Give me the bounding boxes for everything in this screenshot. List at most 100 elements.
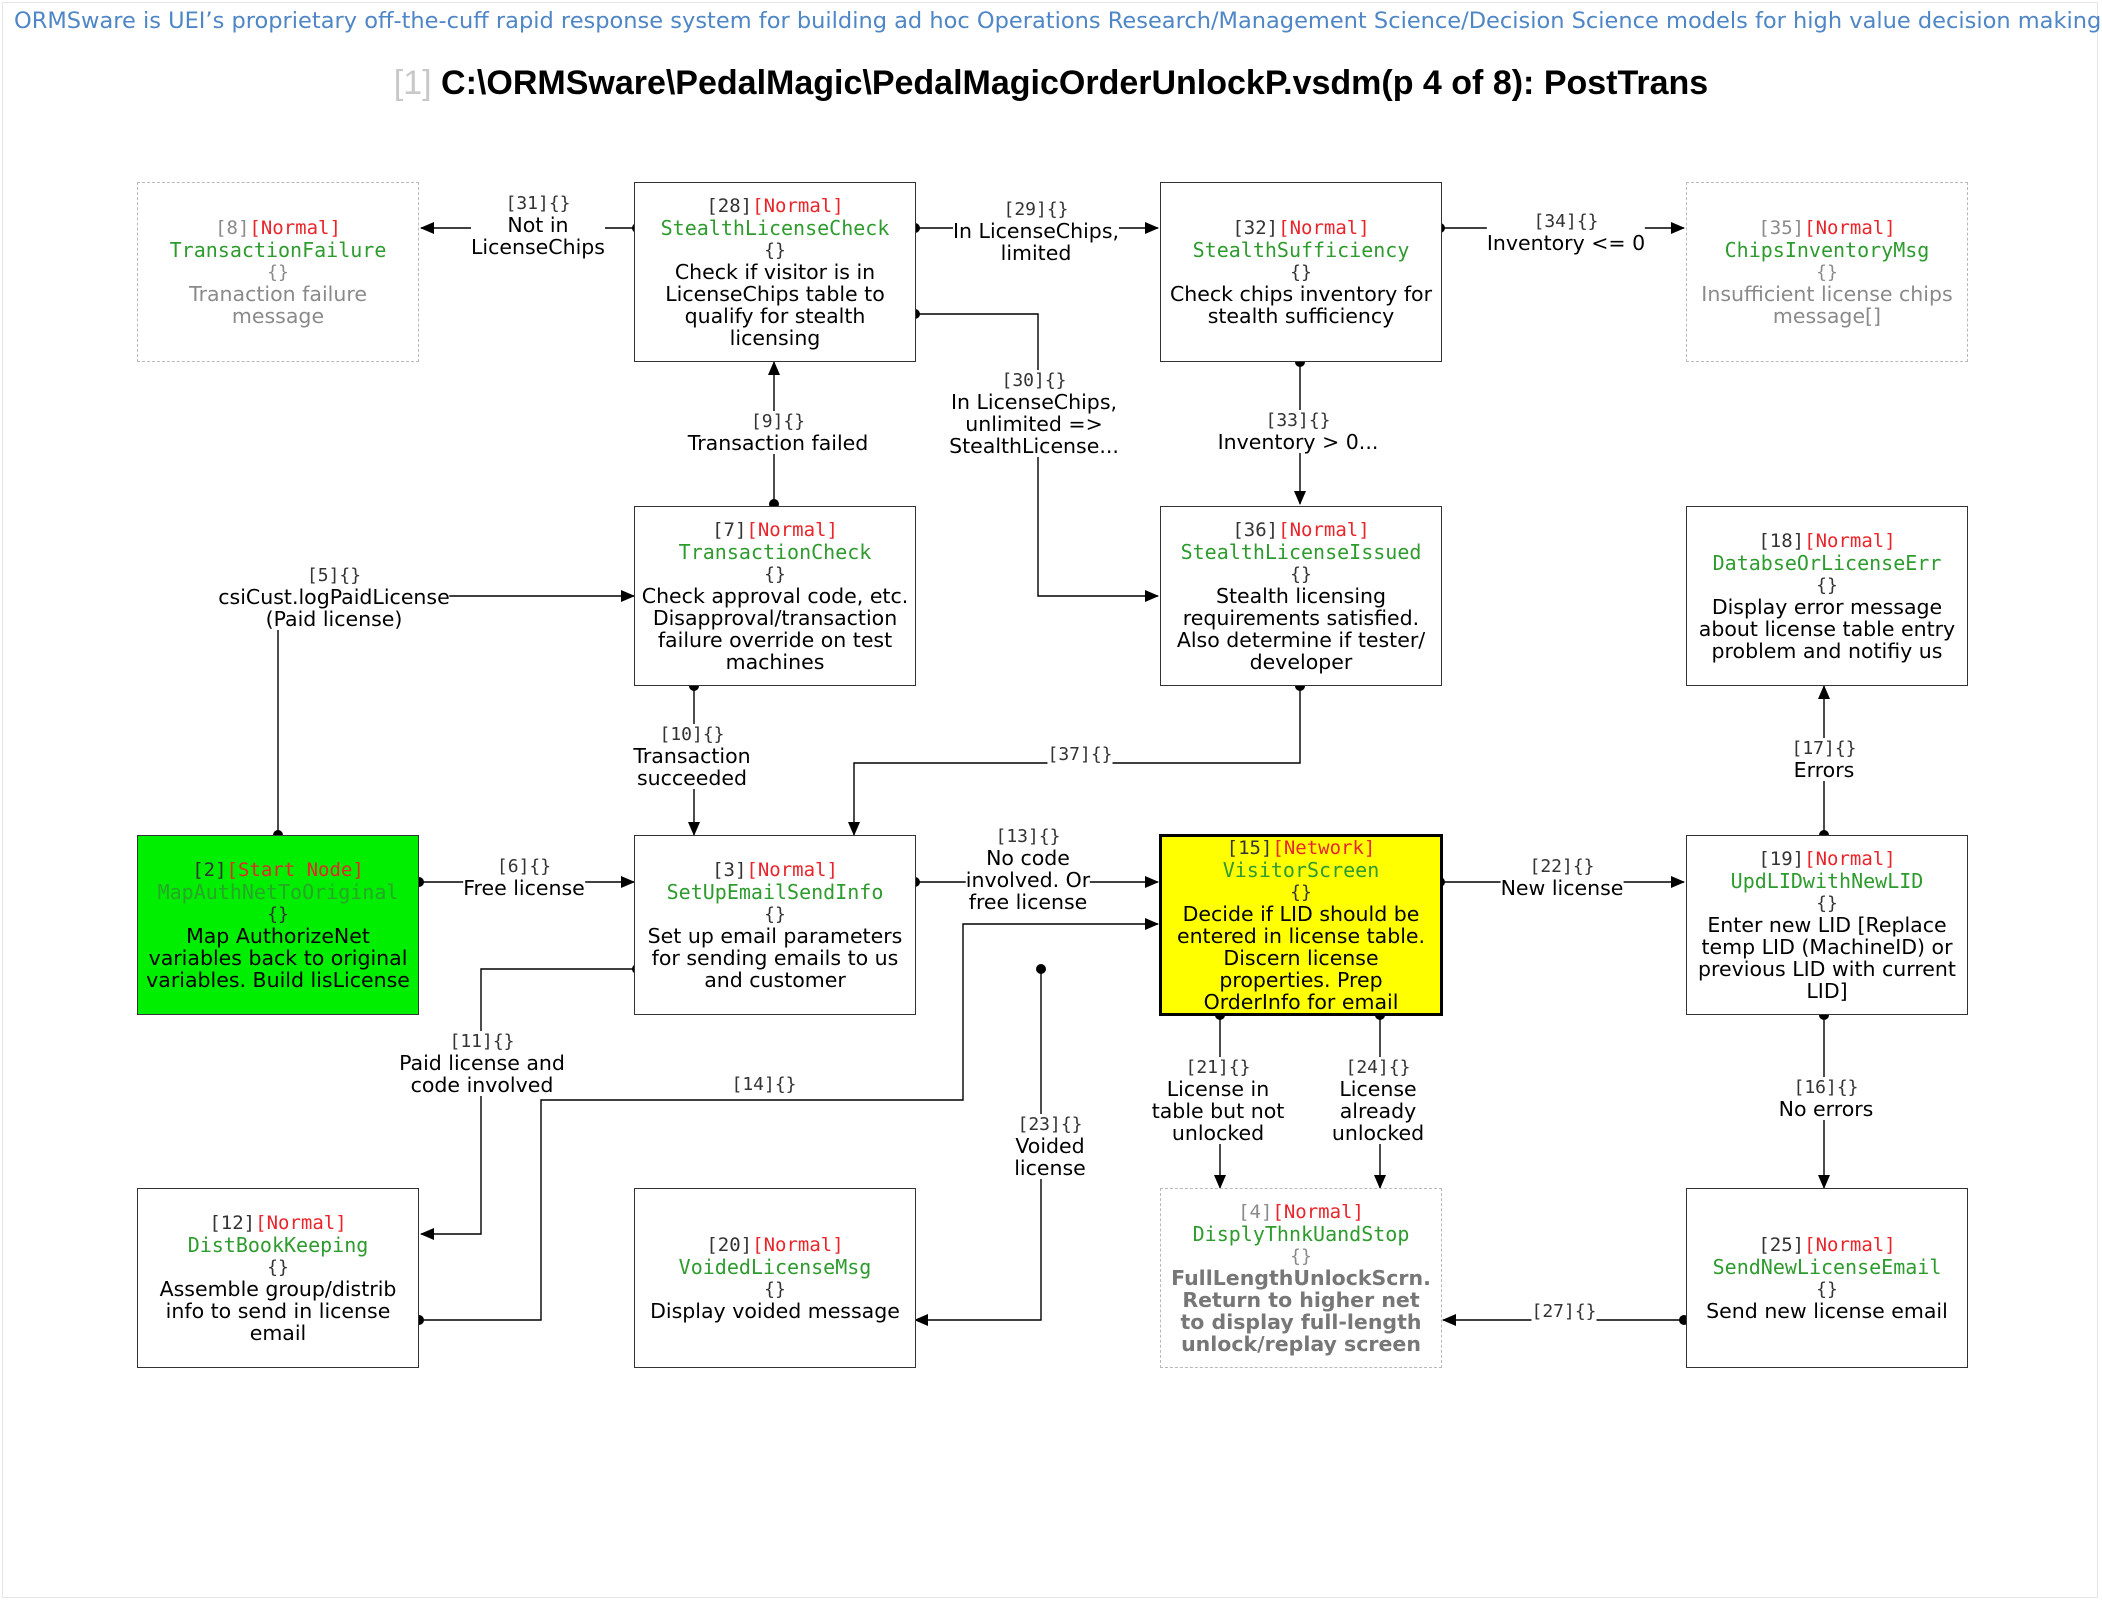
edge-5-line [277, 590, 635, 835]
node-type: [Normal] [1804, 217, 1896, 239]
node-braces: {} [1290, 564, 1312, 585]
edge-text: Free license [463, 876, 585, 900]
edge-id: [11]{} [449, 1031, 515, 1052]
node-type: [Normal] [746, 859, 838, 881]
node-id: [4] [1238, 1201, 1273, 1223]
node-7-transaction-check[interactable]: [7][Normal] TransactionCheck {} Check ap… [634, 506, 916, 686]
edge-id: [23]{} [1017, 1114, 1083, 1135]
node-description: Insufficient license chips message[] [1701, 282, 1953, 328]
node-36-stealth-license-issued[interactable]: [36][Normal] StealthLicenseIssued {} Ste… [1160, 506, 1442, 686]
edge-10-label[interactable]: [10]{}Transaction succeeded [633, 724, 751, 789]
node-braces: {} [764, 904, 786, 925]
edge-6-label[interactable]: [6]{}Free license [463, 856, 585, 899]
node-braces: {} [1290, 1246, 1312, 1267]
node-type: [Start Node] [226, 859, 364, 881]
node-description: Tranaction failure message [189, 282, 367, 328]
node-description: Map AuthorizeNet variables back to origi… [146, 924, 410, 992]
edge-text: No code involved. Or free license [965, 846, 1091, 914]
node-19-upd-lid-with-new-lid[interactable]: [19][Normal] UpdLIDwithNewLID {} Enter n… [1686, 835, 1968, 1015]
node-type: [Normal] [1278, 217, 1370, 239]
edge-id: [10]{} [659, 724, 725, 745]
edge-23-label[interactable]: [23]{}Voided license [1014, 1114, 1086, 1179]
edge-27-label[interactable]: [27]{} [1531, 1301, 1597, 1322]
edge-16-label[interactable]: [16]{}No errors [1778, 1077, 1874, 1121]
edge-id: [24]{} [1345, 1057, 1411, 1078]
node-description: Display voided message [650, 1299, 900, 1323]
node-type: [Normal] [255, 1212, 347, 1234]
node-4-disply-thnk-u-and-stop[interactable]: [4][Normal] DisplyThnkUandStop {} FullLe… [1160, 1188, 1442, 1368]
node-type: [Normal] [1804, 1234, 1896, 1256]
node-25-send-new-license-email[interactable]: [25][Normal] SendNewLicenseEmail {} Send… [1686, 1188, 1968, 1368]
banner-text: ORMSware is UEI’s proprietary off-the-cu… [14, 8, 2102, 34]
edge-17-label[interactable]: [17]{}Errors [1791, 738, 1857, 782]
edge-text: New license [1500, 876, 1624, 900]
node-2-start-map-auth-net[interactable]: [2][Start Node] MapAuthNetToOriginal {} … [137, 835, 419, 1015]
node-braces: {} [764, 1279, 786, 1300]
node-type: [Normal] [1804, 530, 1896, 552]
node-braces: {} [267, 904, 289, 925]
node-description: Check approval code, etc. Disapproval/tr… [641, 584, 909, 674]
node-type: [Normal] [1272, 1201, 1364, 1223]
node-type: [Normal] [752, 195, 844, 217]
node-3-set-up-email-send-info[interactable]: [3][Normal] SetUpEmailSendInfo {} Set up… [634, 835, 916, 1015]
edge-id: [16]{} [1793, 1077, 1859, 1098]
edge-30-label[interactable]: [30]{}In LicenseChips, unlimited => Stea… [949, 370, 1119, 457]
node-id: [18] [1758, 530, 1805, 552]
edge-13-label[interactable]: [13]{}No code involved. Or free license [965, 826, 1091, 914]
node-12-dist-book-keeping[interactable]: [12][Normal] DistBookKeeping {} Assemble… [137, 1188, 419, 1368]
edge-11-label[interactable]: [11]{}Paid license and code involved [399, 1031, 565, 1096]
node-18-databse-or-license-err[interactable]: [18][Normal] DatabseOrLicenseErr {} Disp… [1686, 506, 1968, 686]
edge-text: Errors [1793, 758, 1855, 782]
edge-text: Paid license and code involved [399, 1051, 565, 1097]
edge-23-origin [1036, 964, 1046, 974]
node-8-transaction-failure[interactable]: [8][Normal] TransactionFailure {} Tranac… [137, 182, 419, 362]
edge-text: In LicenseChips, unlimited => StealthLic… [949, 390, 1119, 458]
edge-text: Inventory <= 0 [1486, 231, 1646, 255]
node-name: ChipsInventoryMsg [1724, 238, 1930, 262]
edge-text: Transaction failed [687, 431, 869, 455]
node-type: [Network] [1272, 837, 1376, 859]
edge-id: [30]{} [1001, 370, 1067, 391]
node-description: Check chips inventory for stealth suffic… [1169, 282, 1432, 328]
node-type: [Normal] [1804, 848, 1896, 870]
node-id: [36] [1232, 519, 1279, 541]
edge-24-label[interactable]: [24]{}License already unlocked [1331, 1057, 1425, 1144]
node-name: TransactionCheck [678, 540, 872, 564]
node-20-voided-license-msg[interactable]: [20][Normal] VoidedLicenseMsg {} Display… [634, 1188, 916, 1368]
node-description: Set up email parameters for sending emai… [647, 924, 903, 992]
edge-33-label[interactable]: [33]{}Inventory > 0... [1217, 410, 1379, 454]
edge-5-label[interactable]: [5]{}csiCust.logPaidLicense (Paid licens… [218, 565, 450, 630]
edge-21-label[interactable]: [21]{}License in table but not unlocked [1151, 1057, 1285, 1144]
edge-id: [9]{} [750, 411, 806, 432]
edge-id: [14]{} [731, 1074, 797, 1095]
edge-text: No errors [1778, 1097, 1874, 1121]
edge-9-label[interactable]: [9]{}Transaction failed [687, 411, 869, 455]
node-type: [Normal] [249, 217, 341, 239]
node-braces: {} [1816, 1279, 1838, 1300]
node-32-stealth-sufficiency[interactable]: [32][Normal] StealthSufficiency {} Check… [1160, 182, 1442, 362]
node-name: StealthLicenseCheck [660, 216, 890, 240]
edge-29-label[interactable]: [29]{}In LicenseChips, limited [952, 199, 1120, 265]
edge-id: [6]{} [496, 856, 552, 877]
node-name: DisplyThnkUandStop [1192, 1222, 1410, 1246]
node-id: [35] [1758, 217, 1805, 239]
node-28-stealth-license-check[interactable]: [28][Normal] StealthLicenseCheck {} Chec… [634, 182, 916, 362]
title-index: [1] [393, 64, 432, 102]
edge-14-label[interactable]: [14]{} [731, 1074, 797, 1095]
edge-23-line [914, 969, 1042, 1326]
node-braces: {} [1816, 262, 1838, 283]
edge-37-label[interactable]: [37]{} [1047, 744, 1113, 765]
edge-text: In LicenseChips, limited [952, 219, 1120, 265]
edge-34-label[interactable]: [34]{}Inventory <= 0 [1486, 211, 1646, 255]
node-15-visitor-screen[interactable]: [15][Network] VisitorScreen {} Decide if… [1159, 834, 1443, 1016]
node-description: Check if visitor is in LicenseChips tabl… [665, 260, 885, 350]
edge-text: Inventory > 0... [1217, 430, 1379, 454]
title-path: C:\ORMSware\PedalMagic\PedalMagicOrderUn… [441, 64, 1709, 102]
node-35-chips-inventory-msg[interactable]: [35][Normal] ChipsInventoryMsg {} Insuff… [1686, 182, 1968, 362]
edge-31-label[interactable]: [31]{}Not in LicenseChips [471, 193, 605, 258]
node-id: [8] [215, 217, 250, 239]
node-braces: {} [267, 262, 289, 283]
edge-14-line [419, 918, 1159, 1321]
edge-22-label[interactable]: [22]{}New license [1500, 856, 1624, 900]
edge-id: [17]{} [1791, 738, 1857, 759]
